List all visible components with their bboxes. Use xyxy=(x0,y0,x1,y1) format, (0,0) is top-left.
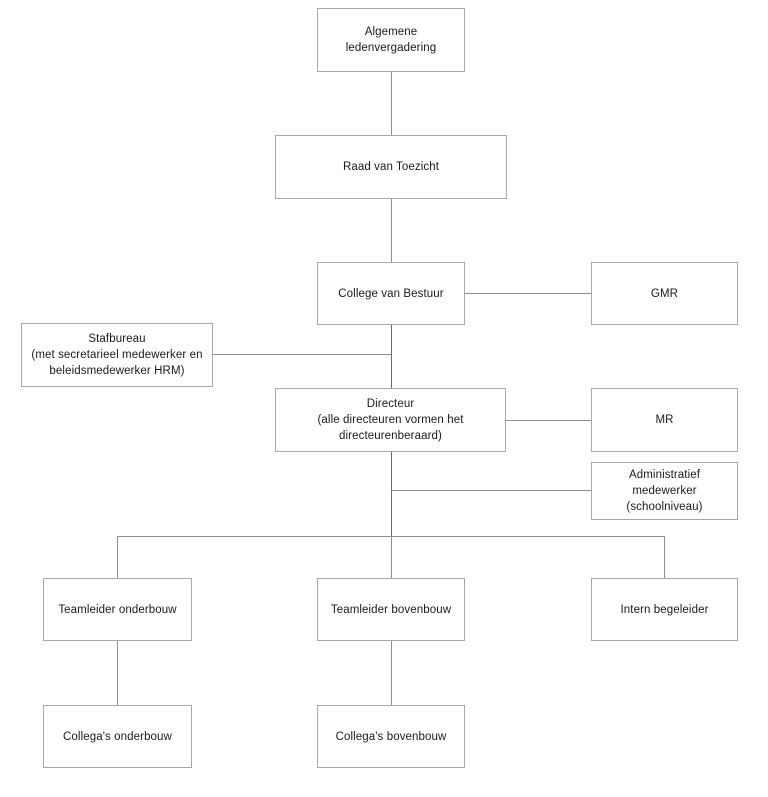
connector-rvt-to-cvb xyxy=(391,199,392,262)
node-label-raad-van-toezicht: Raad van Toezicht xyxy=(342,161,440,173)
node-administratief-medewerker[interactable]: Administratief medewerker (schoolniveau) xyxy=(591,462,738,520)
node-label-algemene-ledenvergadering: Algemene ledenvergadering xyxy=(345,26,437,54)
node-label-administratief-medewerker: Administratief medewerker (schoolniveau) xyxy=(626,469,703,513)
node-label-teamleider-bovenbouw: Teamleider bovenbouw xyxy=(330,603,452,616)
node-college-van-bestuur[interactable]: College van Bestuur xyxy=(317,262,465,325)
node-intern-begeleider[interactable]: Intern begeleider xyxy=(591,578,738,641)
node-label-collegas-onderbouw: Collega's onderbouw xyxy=(63,730,172,743)
connector-stafbureau-to-trunk xyxy=(213,354,391,355)
node-raad-van-toezicht[interactable]: Raad van Toezicht xyxy=(275,135,507,199)
connector-directeur-down-trunk xyxy=(391,452,392,537)
node-label-mr: MR xyxy=(655,414,674,426)
node-directeur[interactable]: Directeur (alle directeuren vormen het d… xyxy=(275,388,506,452)
node-label-stafbureau: Stafbureau (met secretarieel medewerker … xyxy=(31,333,203,377)
node-label-directeur: Directeur (alle directeuren vormen het d… xyxy=(317,398,464,442)
connector-bus-to-teamleider-bovenbouw xyxy=(391,536,392,578)
connector-cvb-to-gmr xyxy=(465,293,591,294)
connector-teamleider-bovenbouw-to-collegas xyxy=(391,641,392,705)
node-label-gmr: GMR xyxy=(650,287,679,300)
node-label-college-van-bestuur: College van Bestuur xyxy=(338,287,444,300)
connector-bus-horizontal xyxy=(117,536,664,537)
node-label-intern-begeleider: Intern begeleider xyxy=(620,603,709,616)
connector-bus-to-teamleider-onderbouw xyxy=(117,536,118,578)
node-label-collegas-bovenbouw: Collega's bovenbouw xyxy=(335,730,447,743)
node-teamleider-bovenbouw[interactable]: Teamleider bovenbouw xyxy=(317,578,465,641)
connector-bus-to-intern-begeleider xyxy=(664,536,665,578)
node-stafbureau[interactable]: Stafbureau (met secretarieel medewerker … xyxy=(21,323,213,387)
connector-alv-to-rvt xyxy=(391,72,392,135)
connector-trunk-to-administratief xyxy=(391,490,591,491)
node-gmr[interactable]: GMR xyxy=(591,262,738,325)
connector-cvb-down-trunk xyxy=(391,325,392,388)
connector-teamleider-onderbouw-to-collegas xyxy=(117,641,118,705)
node-mr[interactable]: MR xyxy=(591,388,738,452)
connector-directeur-to-mr xyxy=(506,420,591,421)
node-collegas-onderbouw[interactable]: Collega's onderbouw xyxy=(43,705,192,768)
node-label-teamleider-onderbouw: Teamleider onderbouw xyxy=(58,603,177,616)
node-algemene-ledenvergadering[interactable]: Algemene ledenvergadering xyxy=(317,8,465,72)
node-teamleider-onderbouw[interactable]: Teamleider onderbouw xyxy=(43,578,192,641)
node-collegas-bovenbouw[interactable]: Collega's bovenbouw xyxy=(317,705,465,768)
